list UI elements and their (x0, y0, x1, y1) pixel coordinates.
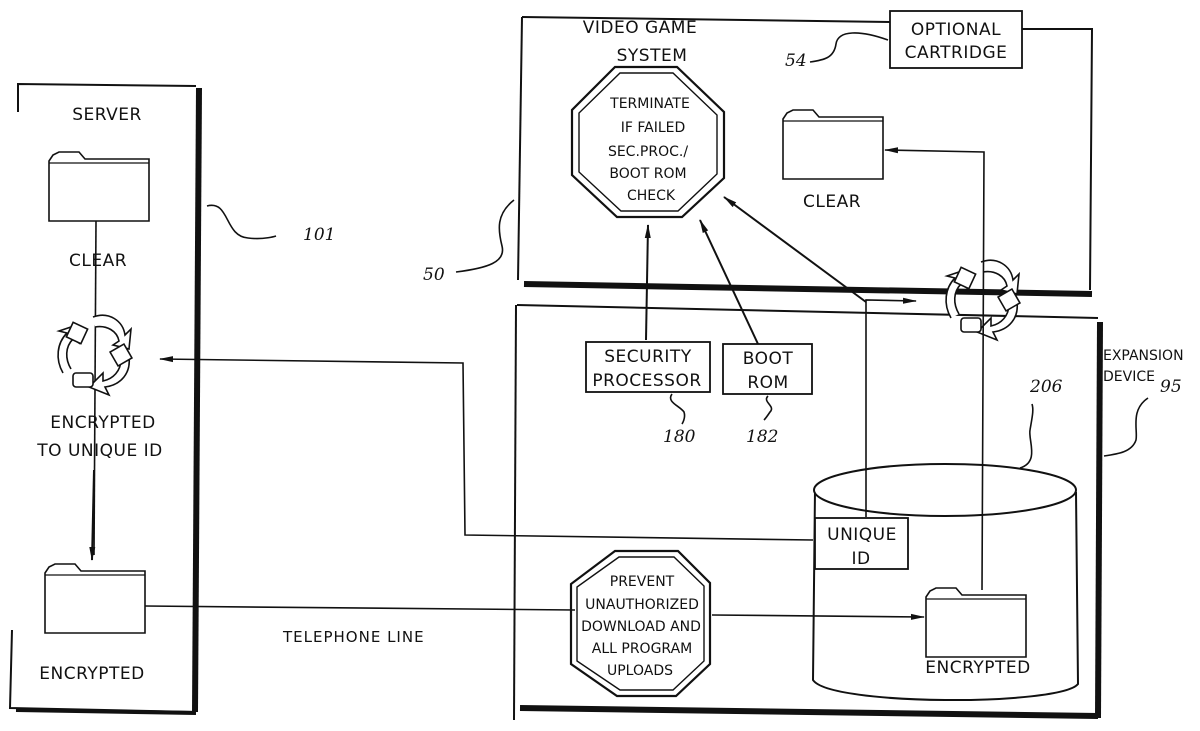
terminate-stop-sign: TERMINATE IF FAILED SEC.PROC./ BOOT ROM … (572, 67, 724, 217)
exp-border-bottom (520, 708, 1098, 716)
unique-id-box: UNIQUE ID (815, 518, 908, 569)
storage-encrypted-label: ENCRYPTED (925, 658, 1030, 678)
exp-border-left (514, 305, 516, 720)
prevent-line-4: ALL PROGRAM (592, 641, 692, 657)
storage-encrypted-folder-icon (926, 588, 1026, 657)
vgs-clear-folder-icon (783, 110, 883, 179)
vgs-title-line1: VIDEO GAME (583, 18, 697, 38)
server-ref-number: 101 (303, 225, 335, 245)
expansion-title-line2: DEVICE (1103, 369, 1155, 385)
prevent-line-5: UPLOADS (607, 663, 673, 679)
unique-id-line1: UNIQUE (827, 525, 897, 545)
security-processor-ref-leader (671, 394, 685, 424)
server-ref-leader (207, 205, 276, 238)
cartridge-line2: CARTRIDGE (905, 43, 1008, 63)
storage-ref-leader (1020, 404, 1033, 468)
security-processor-check-arrow (646, 225, 648, 340)
boot-rom-ref-leader (764, 396, 772, 420)
prevent-line-3: DOWNLOAD AND (581, 619, 701, 635)
boot-rom-ref-number: 182 (746, 427, 778, 447)
security-processor-ref-number: 180 (663, 427, 696, 447)
terminate-line-1: TERMINATE (609, 96, 690, 112)
unique-id-to-server-arrow (160, 359, 813, 540)
storage-ref-number: 206 (1029, 377, 1063, 397)
boot-rom-line1: BOOT (743, 349, 794, 369)
expansion-title-line1: EXPANSION (1103, 348, 1184, 364)
server-encrypt-caption-line1: ENCRYPTED (50, 413, 155, 433)
expansion-ref-leader (1104, 398, 1148, 456)
server-encrypted-folder-icon (45, 564, 145, 633)
terminate-line-2: IF FAILED (621, 120, 686, 136)
cartridge-ref-leader (810, 33, 888, 62)
server-encrypt-caption-line2: TO UNIQUE ID (36, 441, 162, 461)
terminate-line-4: BOOT ROM (609, 166, 686, 182)
terminate-line-3: SEC.PROC./ (608, 144, 688, 160)
cartridge-line1: OPTIONAL (911, 20, 1001, 40)
video-game-system-panel: VIDEO GAME SYSTEM TERMINATE IF FAILED SE… (423, 11, 1092, 294)
vgs-ref-leader (456, 200, 514, 272)
exp-border-right (1098, 322, 1100, 718)
security-processor-box: SECURITY PROCESSOR (586, 342, 710, 392)
security-processor-line2: PROCESSOR (592, 371, 701, 391)
server-clear-label: CLEAR (69, 251, 127, 271)
server-encrypted-label: ENCRYPTED (39, 664, 144, 684)
boot-rom-check-arrow (700, 220, 758, 344)
security-processor-line1: SECURITY (604, 347, 692, 367)
vgs-title-line2: SYSTEM (617, 46, 688, 66)
unique-id-line2: ID (851, 549, 870, 569)
expansion-device-panel: EXPANSION DEVICE 95 SECURITY PROCESSOR 1… (514, 260, 1184, 720)
prevent-stop-sign: PREVENT UNAUTHORIZED DOWNLOAD AND ALL PR… (571, 551, 710, 696)
vgs-ref-number: 50 (423, 265, 445, 285)
vgs-border-left (518, 17, 522, 280)
terminate-line-5: CHECK (627, 188, 676, 204)
expansion-ref-number: 95 (1160, 377, 1182, 397)
boot-rom-box: BOOT ROM (723, 344, 812, 394)
prevent-line-1: PREVENT (610, 574, 675, 590)
prevent-line-2: UNAUTHORIZED (585, 597, 699, 613)
telephone-line-label: TELEPHONE LINE (282, 628, 425, 646)
telephone-line (145, 606, 575, 610)
server-title: SERVER (72, 105, 142, 125)
cartridge-ref-number: 54 (785, 51, 807, 71)
optional-cartridge-box: OPTIONAL CARTRIDGE (890, 11, 1022, 68)
vgs-clear-label: CLEAR (803, 192, 861, 212)
boot-rom-line2: ROM (747, 373, 788, 393)
server-border-right (195, 88, 199, 712)
server-panel: SERVER CLEAR ENCRYPTED TO UNIQUE ID ENCR… (10, 84, 335, 713)
server-clear-folder-icon (49, 152, 149, 221)
